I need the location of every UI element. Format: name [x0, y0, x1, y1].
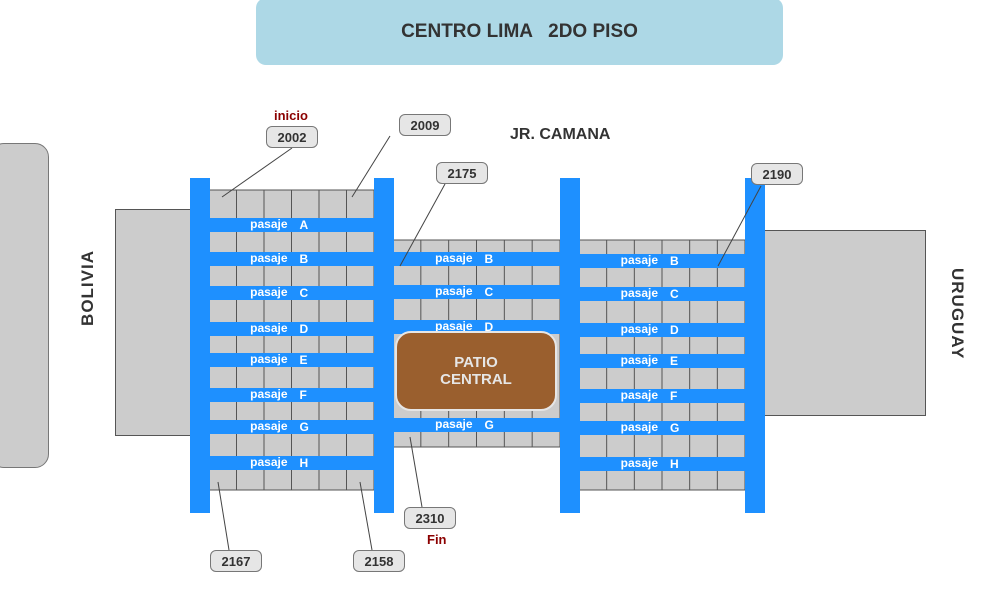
aisle-letter-E: E — [300, 353, 308, 367]
aisle-left-F — [209, 388, 374, 402]
leader-line — [399, 183, 446, 267]
leader-line — [409, 436, 423, 508]
aisle-word: pasaje — [250, 217, 288, 231]
leader-line — [217, 481, 230, 551]
aisle-right-F — [579, 389, 745, 403]
aisle-word: pasaje — [250, 352, 288, 366]
aisle-letter-F: F — [300, 388, 307, 402]
main-corridor-4 — [745, 178, 765, 513]
aisle-letter-B: B — [485, 252, 494, 266]
aisle-word: pasaje — [250, 419, 288, 433]
west-gallery-block — [115, 209, 195, 436]
aisle-letter-A: A — [300, 218, 309, 232]
leader-line — [221, 147, 293, 198]
leader-line — [717, 185, 762, 267]
aisle-word: pasaje — [250, 455, 288, 469]
aisle-letter-F: F — [670, 389, 677, 403]
aisle-middle-C — [393, 285, 560, 299]
aisle-word: pasaje — [435, 417, 473, 431]
aisle-word: pasaje — [250, 285, 288, 299]
stall-tag-2167: 2167 — [210, 550, 262, 572]
aisle-word: pasaje — [621, 286, 659, 300]
aisle-letter-G: G — [300, 420, 309, 434]
aisle-right-C — [579, 287, 745, 301]
aisle-middle-B — [393, 252, 560, 266]
aisle-word: pasaje — [250, 387, 288, 401]
west-building-block — [0, 143, 49, 468]
main-corridor-2 — [374, 178, 394, 513]
aisle-word: pasaje — [250, 251, 288, 265]
aisle-right-E — [579, 354, 745, 368]
stall-tag-2310: 2310 — [404, 507, 456, 529]
aisle-word: pasaje — [435, 319, 473, 333]
floor-title-banner: CENTRO LIMA 2DO PISO — [256, 0, 783, 65]
aisle-letter-D: D — [670, 323, 679, 337]
aisle-word: pasaje — [621, 456, 659, 470]
aisle-middle-G — [393, 418, 560, 432]
aisle-word: pasaje — [621, 420, 659, 434]
aisle-letter-B: B — [670, 254, 679, 268]
stall-tag-2175: 2175 — [436, 162, 488, 184]
aisle-letter-B: B — [300, 252, 309, 266]
aisle-letter-C: C — [670, 287, 679, 301]
stall-tag-2009: 2009 — [399, 114, 451, 136]
stall-tag-2190: 2190 — [751, 163, 803, 185]
aisle-letter-C: C — [300, 286, 309, 300]
street-label-right: URUGUAY — [948, 268, 967, 360]
aisle-right-D — [579, 323, 745, 337]
leader-line — [359, 481, 373, 551]
stall-tag-2002: 2002 — [266, 126, 318, 148]
start-note: inicio — [274, 108, 308, 123]
aisle-letter-C: C — [485, 285, 494, 299]
aisle-right-H — [579, 457, 745, 471]
aisle-letter-D: D — [485, 320, 494, 334]
aisle-letter-E: E — [670, 354, 678, 368]
aisle-left-A — [209, 218, 374, 232]
aisle-middle-D — [393, 320, 560, 334]
aisle-right-B — [579, 254, 745, 268]
aisle-word: pasaje — [621, 322, 659, 336]
aisle-left-H — [209, 456, 374, 470]
aisle-word: pasaje — [435, 251, 473, 265]
aisle-left-B — [209, 252, 374, 266]
aisle-word: pasaje — [621, 253, 659, 267]
aisle-right-G — [579, 421, 745, 435]
aisle-letter-D: D — [300, 322, 309, 336]
aisle-letter-G: G — [670, 421, 679, 435]
aisle-left-D — [209, 322, 374, 336]
main-corridor-3 — [560, 178, 580, 513]
street-label-top: JR. CAMANA — [510, 126, 611, 143]
aisle-letter-G: G — [485, 418, 494, 432]
end-note: Fin — [427, 532, 447, 547]
aisle-letter-H: H — [670, 457, 679, 471]
aisle-word: pasaje — [250, 321, 288, 335]
aisle-word: pasaje — [621, 353, 659, 367]
aisle-word: pasaje — [621, 388, 659, 402]
leader-line — [351, 135, 391, 198]
patio-central: PATIO CENTRAL — [395, 331, 557, 411]
aisle-left-C — [209, 286, 374, 300]
aisle-left-E — [209, 353, 374, 367]
east-gallery-block — [760, 230, 926, 416]
aisle-word: pasaje — [435, 284, 473, 298]
aisle-letter-H: H — [300, 456, 309, 470]
main-corridor-1 — [190, 178, 210, 513]
stall-tag-2158: 2158 — [353, 550, 405, 572]
aisle-left-G — [209, 420, 374, 434]
